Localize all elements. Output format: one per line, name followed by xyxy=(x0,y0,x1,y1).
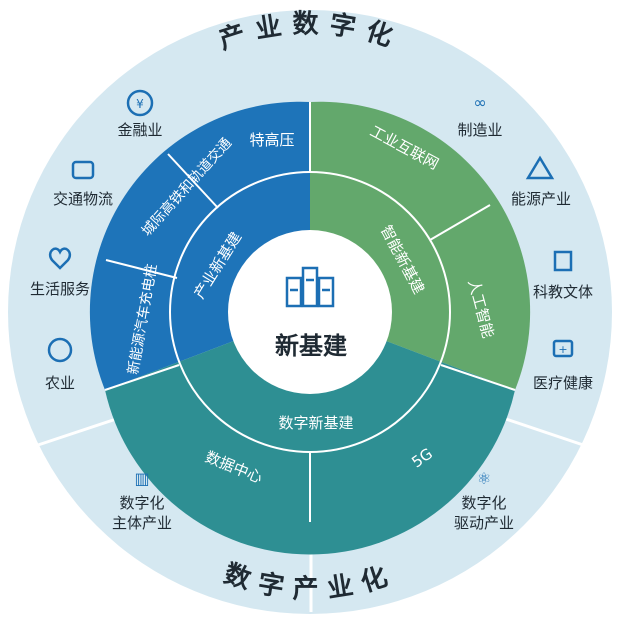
outer-right-label: 医疗健康 xyxy=(533,374,593,392)
center-title: 新基建 xyxy=(275,332,347,360)
outer-left-label: 金融业 xyxy=(117,121,162,139)
dna-icon: ∞ xyxy=(473,93,486,112)
building-cluster-icon xyxy=(285,266,335,308)
outer-divider-right xyxy=(493,413,614,457)
outer-right-item-1: 能源产业 xyxy=(511,155,571,208)
outer-left-label: 生活服务 xyxy=(30,280,90,298)
outer-bottom-left-l1: 数字化 xyxy=(119,494,164,512)
outer-right-label: 能源产业 xyxy=(511,190,571,208)
recycle-icon xyxy=(525,155,555,180)
outer-left-item-0: ¥ 金融业 xyxy=(117,89,163,139)
sep-industry-3 xyxy=(105,259,178,279)
outer-right-item-0: ∞ 制造业 xyxy=(457,93,502,139)
outer-right-label: 科教文体 xyxy=(533,283,593,301)
outer-bottom-right-l2: 驱动产业 xyxy=(454,514,514,532)
outer-left-item-3: 农业 xyxy=(45,337,75,392)
outer-left-label: 交通物流 xyxy=(53,190,113,208)
outer-left-label: 农业 xyxy=(45,374,75,392)
outer-bottom-left: ▥ 数字化 主体产业 xyxy=(112,469,172,532)
outer-right-item-2: 科教文体 xyxy=(533,250,593,301)
outer-left-item-1: 交通物流 xyxy=(53,160,113,208)
sector-digital xyxy=(105,312,515,555)
outer-divider-left xyxy=(7,413,129,457)
outer-left-item-2: 生活服务 xyxy=(30,247,90,298)
atom-icon: ⚛ xyxy=(477,469,491,488)
yuan-icon xyxy=(126,89,154,117)
center-circle xyxy=(228,230,392,394)
medical-kit-icon xyxy=(552,339,574,358)
sep-industry-2 xyxy=(167,153,219,209)
industry-item-0: 特高压 xyxy=(249,131,294,149)
bus-icon xyxy=(71,160,95,180)
outer-right-item-3: + 医疗健康 xyxy=(533,339,593,392)
digital-ring-name: 数字新基建 xyxy=(278,414,353,432)
outer-bottom-left-l2: 主体产业 xyxy=(112,514,172,532)
outer-bottom-right: ⚛ 数字化 驱动产业 xyxy=(454,469,514,532)
sep-smart-1 xyxy=(429,204,491,241)
sep-a xyxy=(104,364,180,391)
yuan-glyph: ¥ xyxy=(136,97,144,111)
outer-bottom-right-l1: 数字化 xyxy=(461,494,506,512)
medical-cross: + xyxy=(558,343,567,356)
outer-right-label: 制造业 xyxy=(457,121,502,139)
sep-b xyxy=(440,364,516,391)
leaf-icon xyxy=(47,337,73,363)
chart-icon: ▥ xyxy=(134,469,149,488)
heart-hand-icon xyxy=(48,247,72,270)
book-icon xyxy=(553,250,573,272)
